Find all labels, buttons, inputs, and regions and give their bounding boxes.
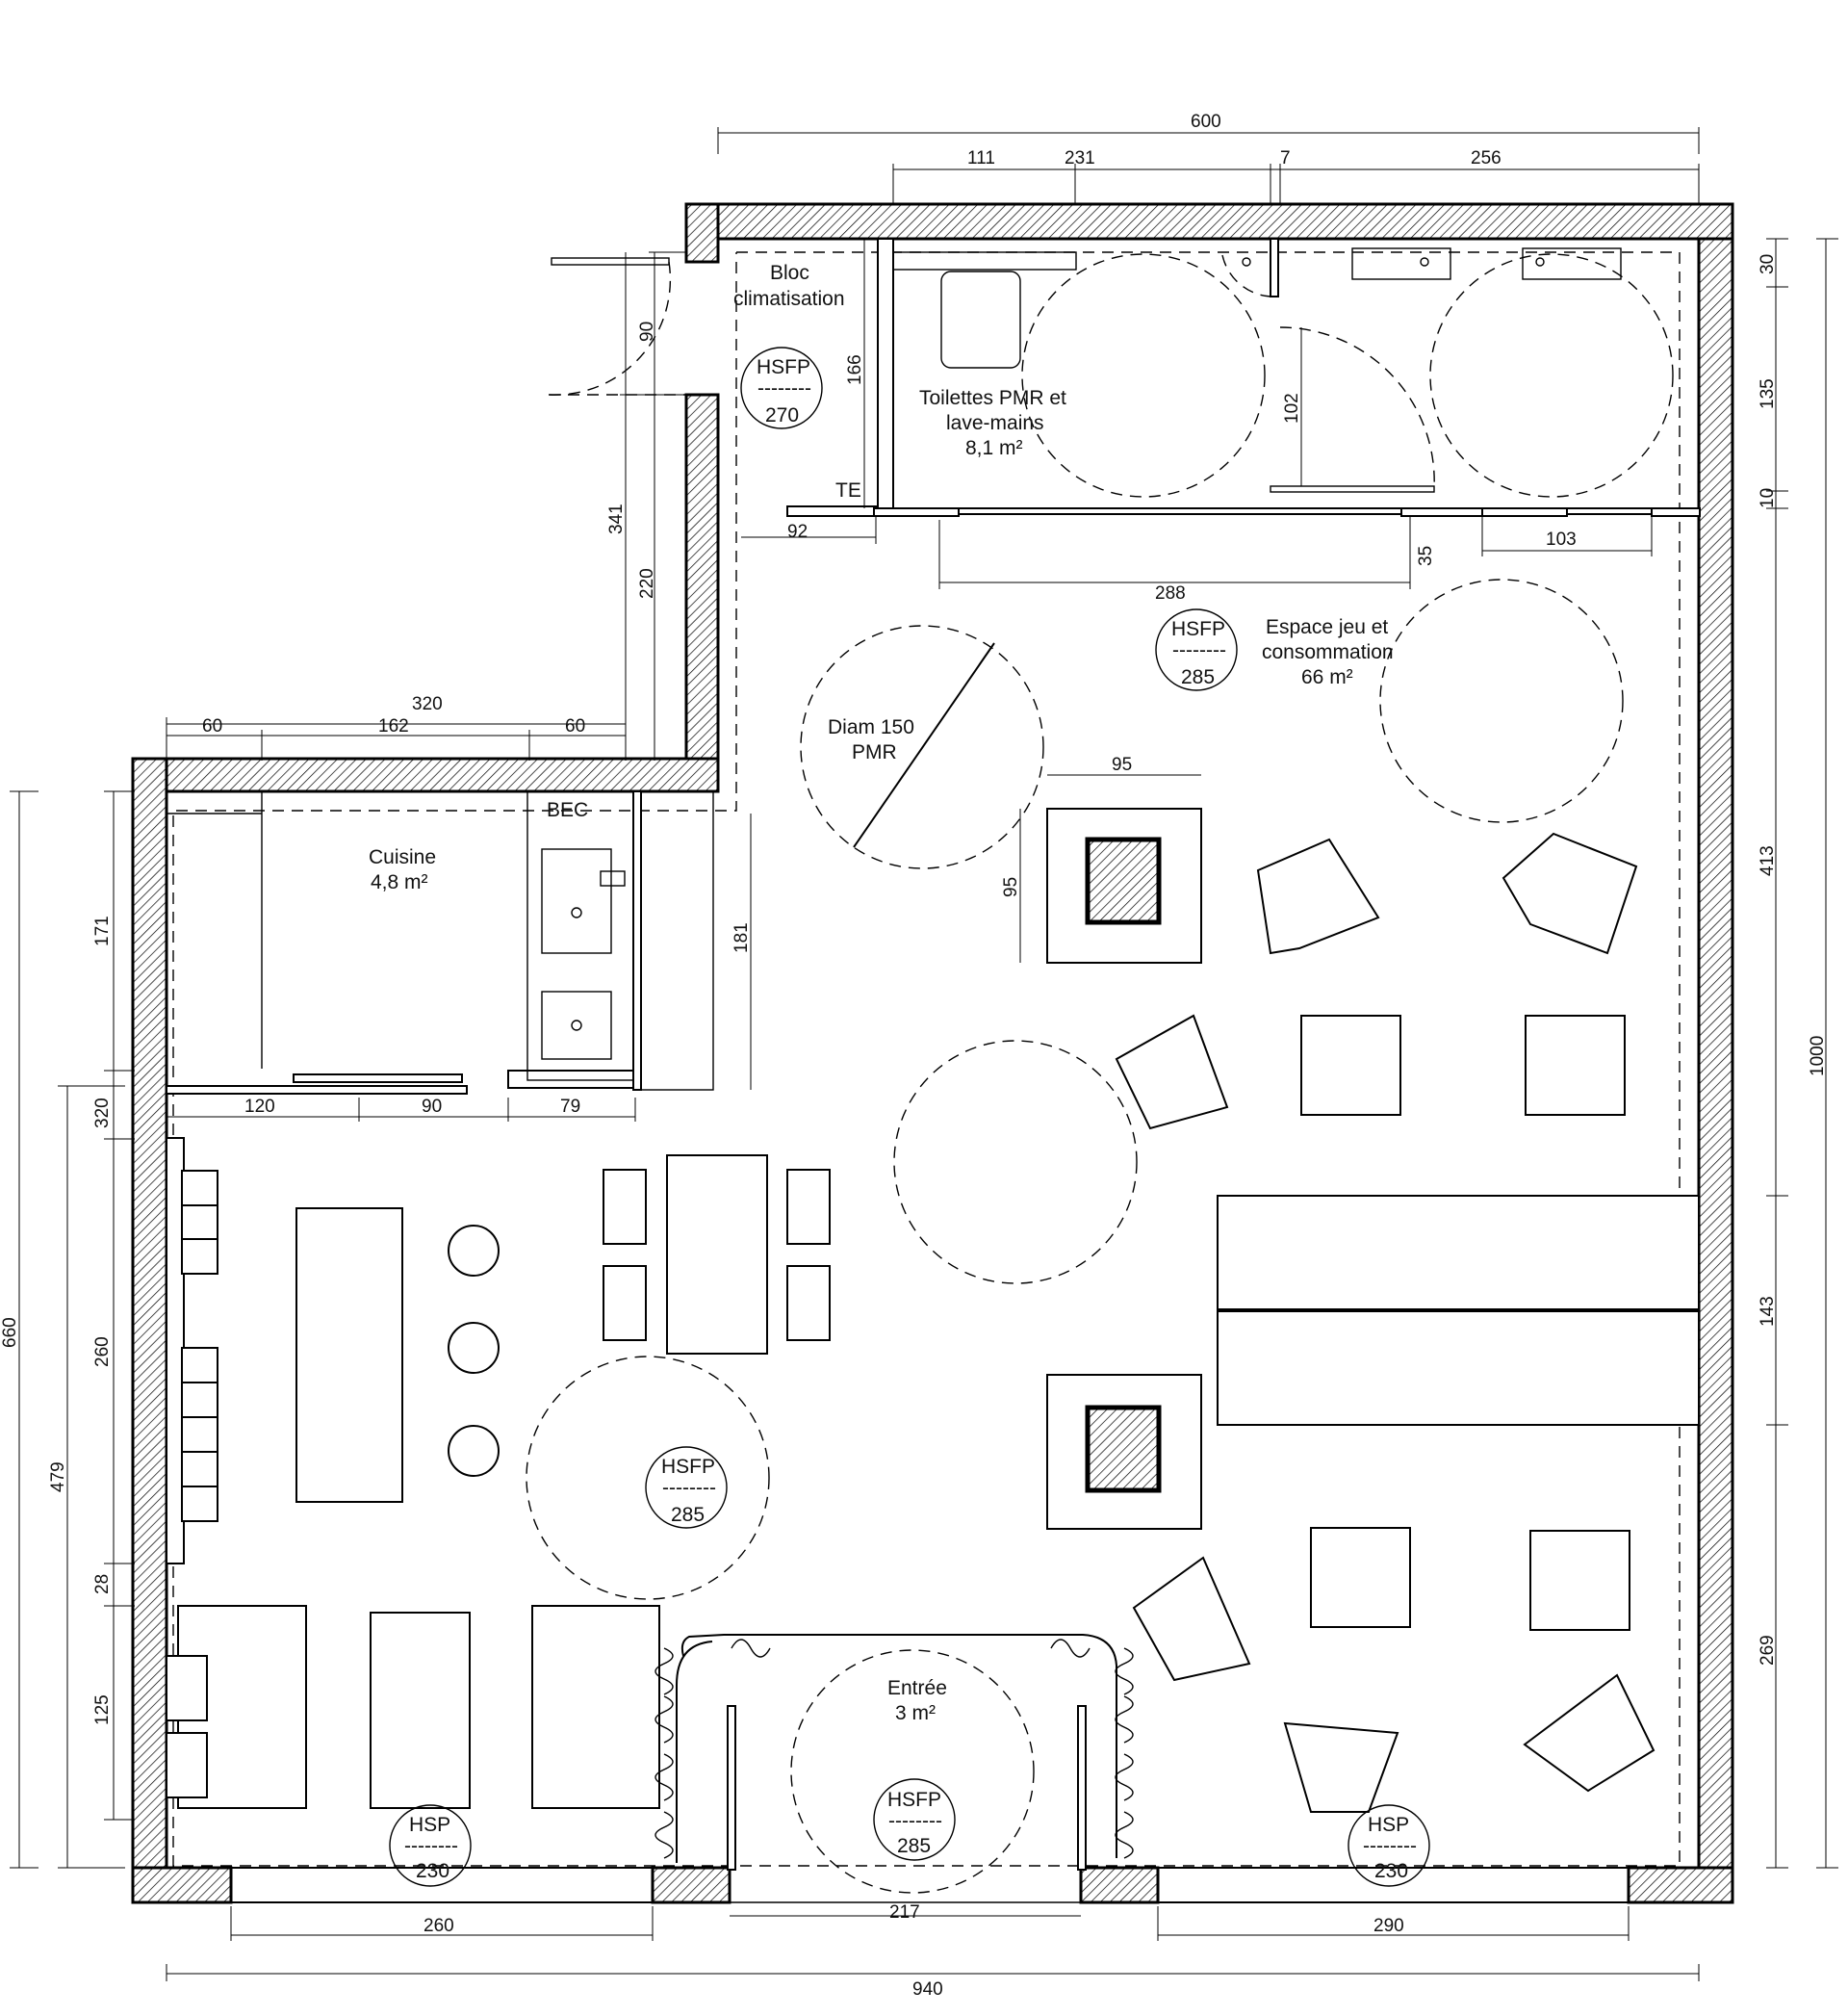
dimension-labels: 600 111 231 7 256 320 60 162 60 90 341 2… (0, 112, 1828, 2000)
dim-269: 269 (1758, 1635, 1778, 1666)
dim-92: 92 (787, 522, 808, 542)
dim-320-top: 320 (412, 694, 443, 714)
dim-95-v: 95 (1001, 877, 1021, 897)
entrance-curtain (654, 1634, 1134, 1871)
dim-111: 111 (967, 148, 995, 168)
entree-label-1: Entrée (887, 1677, 947, 1699)
hsfp-270-sep: -------- (757, 377, 811, 400)
dim-143: 143 (1758, 1296, 1778, 1327)
bloc-clim-label-2: climatisation (733, 288, 845, 310)
toilettes-label-2: lave-mains (946, 412, 1044, 434)
toilet-fixtures (892, 247, 1622, 369)
dim-166: 166 (845, 354, 865, 385)
espace-label-3: 66 m² (1301, 666, 1353, 688)
hsfp-285-mid-title: HSFP (661, 1456, 715, 1478)
te-label: TE (835, 479, 861, 502)
dim-341: 341 (606, 504, 627, 534)
door-swings (548, 254, 1435, 493)
dim-35: 35 (1416, 546, 1436, 566)
entree-label-2: 3 m² (895, 1702, 936, 1724)
dim-256: 256 (1471, 148, 1502, 168)
dim-1000: 1000 (1808, 1036, 1828, 1076)
dashed-circles (526, 253, 1674, 1894)
toilettes-label-1: Toilettes PMR et (919, 387, 1066, 409)
hsfp-285-entry-value: 285 (897, 1835, 931, 1857)
hsp-230-left-title: HSP (409, 1814, 450, 1836)
diam-label-2: PMR (852, 741, 897, 763)
bloc-clim-label-1: Bloc (770, 262, 809, 284)
dim-103: 103 (1546, 530, 1577, 550)
dim-231: 231 (1065, 148, 1095, 168)
hsp-230-left-sep: -------- (404, 1835, 458, 1857)
dim-660: 660 (0, 1317, 20, 1348)
dim-260-bottom: 260 (424, 1916, 454, 1936)
dim-600: 600 (1191, 112, 1221, 132)
dim-290: 290 (1373, 1916, 1404, 1936)
dim-217: 217 (889, 1902, 920, 1923)
dim-220: 220 (637, 568, 657, 599)
dimension-lines (10, 127, 1838, 1981)
hsfp-285-entry-title: HSFP (887, 1789, 941, 1811)
partitions (166, 238, 1701, 1095)
hsfp-285-mid-sep: -------- (662, 1477, 716, 1499)
dim-171: 171 (92, 916, 113, 946)
walls (131, 202, 1734, 1904)
hsp-230-left-value: 230 (416, 1860, 449, 1882)
bec-label: BEC (547, 799, 588, 821)
dim-28: 28 (92, 1574, 113, 1594)
dashed-outline (172, 251, 1681, 1867)
dim-10: 10 (1758, 488, 1778, 508)
hsp-230-right-title: HSP (1368, 1814, 1409, 1836)
hsfp-270-value: 270 (765, 404, 799, 426)
diam-label-1: Diam 150 (828, 716, 914, 738)
espace-label-1: Espace jeu et (1266, 616, 1388, 638)
height-marker-labels: HSFP -------- 270 HSFP -------- 285 HSFP… (404, 356, 1417, 1882)
dim-320-left: 320 (92, 1098, 113, 1128)
toilettes-label-3: 8,1 m² (965, 437, 1023, 459)
dim-30: 30 (1758, 254, 1778, 274)
hsfp-285-top-sep: -------- (1172, 639, 1226, 661)
hsfp-270-title: HSFP (757, 356, 810, 378)
hsfp-285-top-value: 285 (1181, 666, 1215, 688)
furniture (166, 808, 1700, 1813)
hsfp-285-mid-value: 285 (671, 1504, 705, 1526)
dim-120: 120 (244, 1097, 275, 1117)
hsp-230-right-value: 230 (1374, 1860, 1408, 1882)
hsp-230-right-sep: -------- (1363, 1835, 1417, 1857)
room-labels: Bloc climatisation Toilettes PMR et lave… (369, 262, 1394, 1724)
hsfp-285-top-title: HSFP (1171, 618, 1225, 640)
dim-479: 479 (48, 1461, 68, 1492)
dim-60-a: 60 (202, 716, 222, 737)
cuisine-label-2: 4,8 m² (371, 871, 428, 893)
dim-260-left: 260 (92, 1336, 113, 1367)
dim-125: 125 (92, 1694, 113, 1725)
espace-label-2: consommation (1262, 641, 1394, 663)
dim-7: 7 (1280, 148, 1291, 168)
dim-181: 181 (732, 922, 752, 953)
dim-940: 940 (912, 1979, 943, 2000)
dim-90-h: 90 (422, 1097, 442, 1117)
dim-135: 135 (1758, 378, 1778, 409)
dim-102: 102 (1282, 393, 1302, 424)
height-markers (389, 347, 1430, 1887)
hsfp-285-entry-sep: -------- (888, 1810, 942, 1832)
dim-162: 162 (378, 716, 409, 737)
dim-79: 79 (560, 1097, 580, 1117)
dim-95-h: 95 (1112, 755, 1132, 775)
cuisine-label-1: Cuisine (369, 846, 436, 868)
kitchen-fixtures (167, 790, 714, 1091)
dim-60-b: 60 (565, 716, 585, 737)
dim-90-v: 90 (637, 322, 657, 342)
dim-288: 288 (1155, 583, 1186, 604)
dim-413: 413 (1758, 845, 1778, 876)
